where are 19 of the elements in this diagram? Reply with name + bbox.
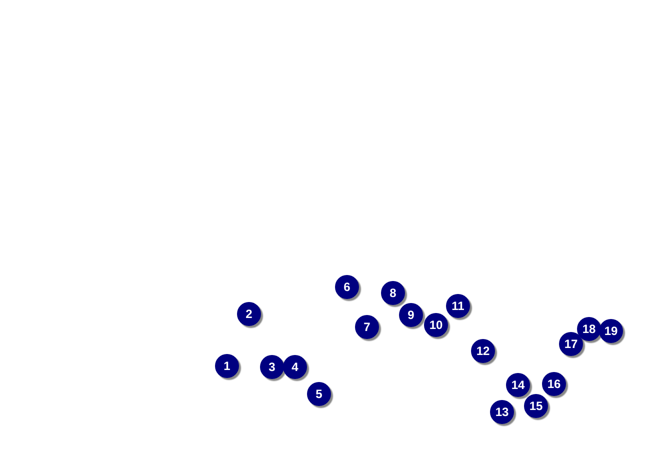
callout-number: 18: [577, 317, 601, 341]
callout-number: 11: [446, 294, 470, 318]
callout-number: 14: [506, 373, 530, 397]
callout-number: 17: [559, 332, 583, 356]
callout-number: 19: [599, 319, 623, 343]
callout-number: 7: [355, 315, 379, 339]
callout-number: 10: [424, 313, 448, 337]
callout-number: 3: [260, 355, 284, 379]
callout-number: 8: [381, 281, 405, 305]
callout-number: 15: [524, 394, 548, 418]
callout-number: 12: [471, 339, 495, 363]
callout-number: 9: [399, 303, 423, 327]
callout-number: 13: [490, 400, 514, 424]
callout-number: 16: [542, 372, 566, 396]
callout-number: 1: [215, 354, 239, 378]
callout-number: 6: [335, 275, 359, 299]
callout-number: 2: [237, 302, 261, 326]
callout-number: 5: [307, 382, 331, 406]
callout-number: 4: [283, 355, 307, 379]
